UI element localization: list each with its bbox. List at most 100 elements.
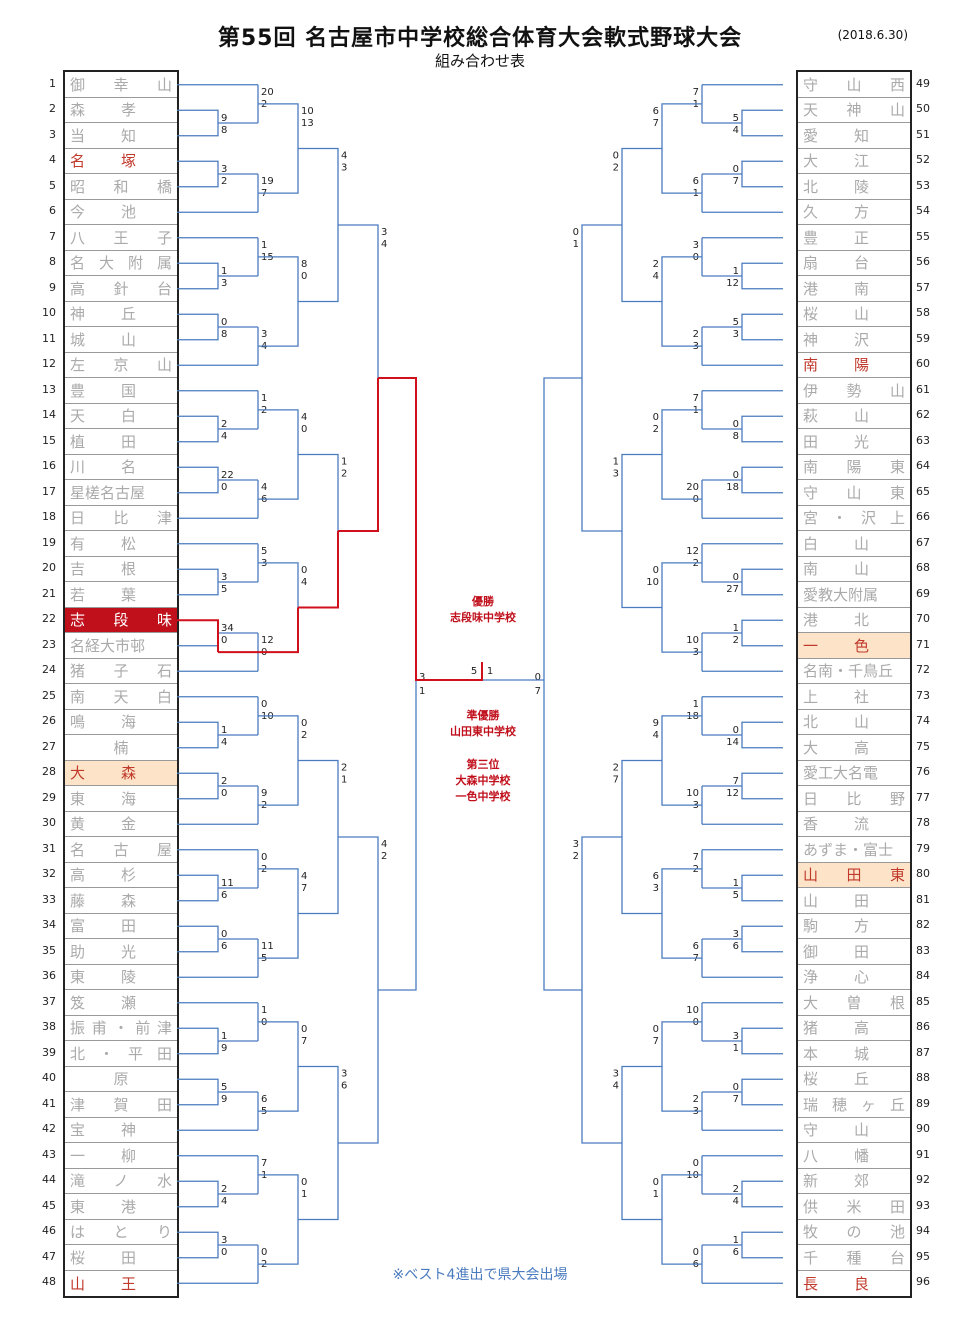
- bracket-line: [177, 1027, 219, 1055]
- bracket-line: [177, 1078, 219, 1106]
- team-cell-28: 大森: [65, 760, 177, 786]
- team-cell-5: 昭和橋: [65, 174, 177, 200]
- match-score: 1: [221, 725, 227, 736]
- match-score: 1: [341, 775, 347, 786]
- team-name-char: 川: [70, 458, 86, 477]
- team-cell-31: 名古屋: [65, 837, 177, 863]
- match-score: 6: [221, 941, 227, 952]
- team-name-char: 前: [135, 1019, 151, 1038]
- team-name-char: 沢: [854, 330, 870, 349]
- team-name-char: 東: [889, 483, 905, 502]
- seed-number-74: 74: [916, 714, 930, 728]
- match-score: 3: [221, 278, 227, 289]
- team-cell-42: 宝神: [65, 1118, 177, 1143]
- match-score: 1: [733, 878, 739, 889]
- bracket-line: [177, 160, 219, 188]
- match-score: 4: [261, 482, 267, 493]
- seed-number-92: 92: [916, 1173, 930, 1187]
- team-cell-86: 猪高: [798, 1016, 910, 1041]
- match-score: 7: [653, 1036, 659, 1047]
- seed-number-82: 82: [916, 918, 930, 932]
- team-cell-47: 桜田: [65, 1245, 177, 1271]
- seed-number-85: 85: [916, 994, 930, 1008]
- team-name-char: 曽: [846, 993, 862, 1012]
- seed-number-57: 57: [916, 280, 930, 294]
- team-cell-85: 大曽根: [798, 990, 910, 1016]
- team-name-char: 山: [803, 866, 819, 885]
- team-name-char: 白: [803, 534, 819, 553]
- match-score: 7: [733, 176, 739, 187]
- bracket-line: [741, 619, 783, 647]
- winner-path: [378, 377, 483, 681]
- match-score: 11: [221, 878, 234, 889]
- team-name-char: 津: [70, 1095, 86, 1114]
- third-place-team-2: 一色中学校: [455, 790, 511, 803]
- team-cell-14: 天白: [65, 404, 177, 429]
- seed-number-58: 58: [916, 306, 930, 320]
- team-name-char: 城: [70, 330, 86, 349]
- team-name-char: 米: [846, 1197, 862, 1216]
- team-name-char: 猪: [70, 662, 86, 681]
- team-name-char: 城: [854, 1044, 870, 1063]
- team-cell-10: 神丘: [65, 302, 177, 327]
- team-cell-17: 星槎名古屋: [65, 480, 177, 506]
- match-score: 6: [221, 890, 227, 901]
- seed-number-34: 34: [42, 918, 56, 932]
- team-name-char: 森: [70, 101, 86, 120]
- team-name-char: 山: [803, 891, 819, 910]
- team-name-char: 山: [854, 560, 870, 579]
- match-score: 7: [261, 1158, 267, 1169]
- match-score: 10: [686, 788, 699, 799]
- seed-number-91: 91: [916, 1147, 930, 1161]
- bracket-line: [741, 772, 783, 800]
- team-cell-11: 城山: [65, 327, 177, 353]
- team-cell-1: 御幸山: [65, 72, 177, 98]
- team-name-char: 丘: [121, 305, 137, 324]
- team-name-char: 池: [121, 203, 137, 222]
- match-score: 9: [653, 718, 659, 729]
- team-name-char: 東: [70, 789, 86, 808]
- seed-number-53: 53: [916, 178, 930, 192]
- team-name-char: 陵: [121, 968, 137, 987]
- team-cell-77: 日比野: [798, 786, 910, 812]
- winner-path: [338, 378, 379, 532]
- match-score: 0: [733, 470, 739, 481]
- bracket-line: [741, 1078, 783, 1106]
- team-name-char: 津: [156, 509, 172, 528]
- bracket-line: [543, 377, 582, 991]
- semifinal-score: 1: [419, 686, 425, 697]
- team-name-char: 段: [113, 611, 129, 630]
- bracket-line: [177, 874, 219, 902]
- seed-number-31: 31: [42, 841, 56, 855]
- bracket-line: [177, 1231, 219, 1259]
- team-name-char: 山: [854, 1121, 870, 1140]
- seed-number-68: 68: [916, 561, 930, 575]
- seed-number-24: 24: [42, 663, 56, 677]
- match-score: 0: [653, 1177, 659, 1188]
- bracket-line: [177, 109, 219, 137]
- team-cell-32: 高杉: [65, 863, 177, 888]
- match-score: 0: [221, 929, 227, 940]
- seed-number-43: 43: [42, 1147, 56, 1161]
- team-name-char: 桜: [803, 1070, 819, 1089]
- match-score: 0: [261, 852, 267, 863]
- team-name-char: 方: [854, 203, 870, 222]
- team-cell-18: 日比津: [65, 506, 177, 531]
- team-name-char: 味: [156, 611, 172, 630]
- match-score: 6: [693, 941, 699, 952]
- seed-number-28: 28: [42, 765, 56, 779]
- team-name-char: 天: [803, 101, 819, 120]
- match-score: 1: [653, 1189, 659, 1200]
- match-score: 1: [613, 457, 619, 468]
- team-name-char: 東: [889, 866, 905, 885]
- team-cell-33: 藤森: [65, 888, 177, 914]
- team-name-char: 滝: [70, 1172, 86, 1191]
- team-name-char: 針: [113, 279, 129, 298]
- match-score: 0: [301, 718, 307, 729]
- team-name-char: 豊: [803, 228, 819, 247]
- team-name-char: 守: [803, 1121, 819, 1140]
- match-score: 2: [653, 259, 659, 270]
- match-score: 13: [301, 118, 314, 129]
- seed-number-40: 40: [42, 1071, 56, 1085]
- match-score: 3: [261, 329, 267, 340]
